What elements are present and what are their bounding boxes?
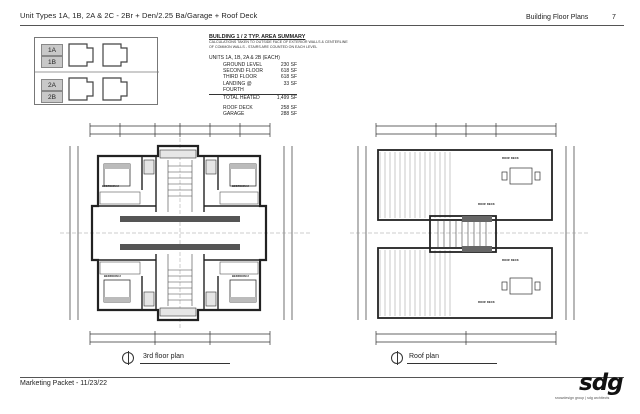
footer-note: Marketing Packet - 11/23/22 xyxy=(20,380,108,387)
third-floor-plan-caption: 3rd floor plan xyxy=(143,353,184,360)
caption-rule-left xyxy=(140,363,230,364)
third-floor-plan-drawing xyxy=(60,123,310,345)
unit-tag-2b: 2B xyxy=(41,91,63,103)
room-label: BEDROOM 2 xyxy=(232,274,249,278)
room-label: ROOF DECK xyxy=(502,156,519,160)
room-label: ROOF DECK xyxy=(478,202,495,206)
roof-plan-drawing xyxy=(350,123,590,345)
sheet-title: Unit Types 1A, 1B, 2A & 2C - 2Br + Den/2… xyxy=(20,11,258,20)
key-plan-diagram xyxy=(35,43,159,101)
area-summary-title: BUILDING 1 / 2 TYP. AREA SUMMARY xyxy=(209,34,306,40)
section-title: Building Floor Plans xyxy=(526,14,589,21)
units-heading: UNITS 1A, 1B, 2A & 2B (EACH) xyxy=(209,55,280,62)
roof-plan: ROOF DECK ROOF DECK ROOF DECK ROOF DECK xyxy=(350,120,590,350)
room-label: BEDROOM 2 xyxy=(104,274,121,278)
unit-tag-1b: 1B xyxy=(41,56,63,68)
page-number: 7 xyxy=(612,14,616,21)
roof-plan-bubble xyxy=(391,351,403,365)
area-summary-note: CALCULATIONS TAKEN TO OUTSIDE FACE OF EX… xyxy=(209,40,348,49)
room-label: ROOF DECK xyxy=(502,258,519,262)
area-summary: BUILDING 1 / 2 TYP. AREA SUMMARY CALCULA… xyxy=(209,34,349,118)
unit-tag-2a: 2A xyxy=(41,79,63,91)
company-logo-subtitle: snowdesign group | sdg architects xyxy=(555,396,610,400)
room-label: BEDROOM 2 xyxy=(102,184,119,188)
room-label: ROOF DECK xyxy=(478,300,495,304)
company-logo: sdg xyxy=(579,370,624,396)
footer-rule xyxy=(20,377,624,378)
third-floor-plan: BEDROOM 2 BEDROOM 2 BEDROOM 2 BEDROOM 2 xyxy=(60,120,310,350)
third-floor-plan-bubble xyxy=(122,351,134,365)
key-plan: 1A 1B 2A 2B xyxy=(34,37,159,105)
roof-plan-caption: Roof plan xyxy=(409,353,439,360)
caption-rule-right xyxy=(407,363,497,364)
header-rule xyxy=(20,25,624,26)
unit-tag-1a: 1A xyxy=(41,44,63,56)
room-label: BEDROOM 2 xyxy=(232,184,249,188)
